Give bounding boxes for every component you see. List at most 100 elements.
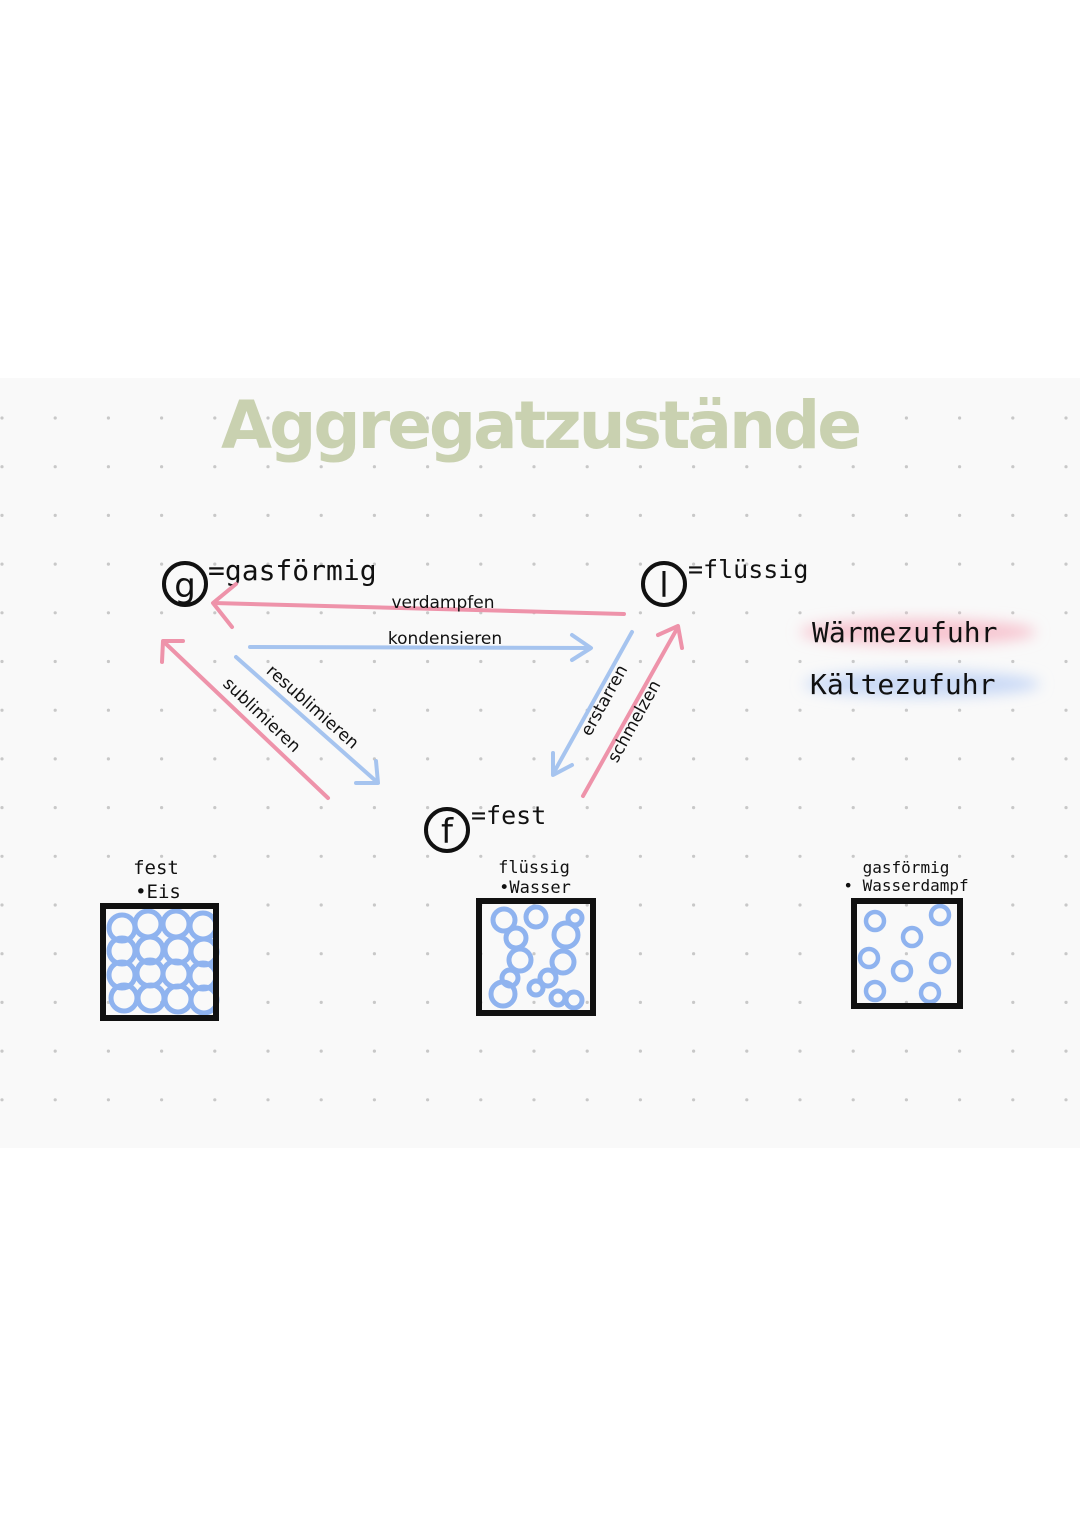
grid-dot [958,757,962,761]
grid-dot [319,659,323,664]
grid-dot [692,659,696,664]
grid-dot [160,806,164,810]
grid-dot [213,562,217,566]
grid-dot [532,659,536,664]
grid-dot [745,952,749,956]
grid-dot [0,806,4,810]
grid-dot [479,416,483,420]
grid-dot [1064,611,1068,615]
grid-dot [53,513,57,518]
grid-dot [585,952,589,956]
grid-dot [798,757,802,761]
grid-dot [745,513,749,518]
grid-dot [585,659,589,664]
grid-dot [638,757,643,761]
grid-dot [319,952,323,956]
grid-dot [160,854,164,858]
grid-dot [958,611,962,615]
grid-dot [904,416,909,420]
grid-dot [745,659,749,664]
grid-dot [213,1049,217,1053]
grid-dot [106,416,110,420]
grid-dot [213,757,217,761]
gas-symbol-circle [162,561,208,607]
grid-dot [479,513,483,518]
grid-dot [426,806,430,810]
liquid-symbol: l [659,566,668,606]
particle [890,959,914,983]
grid-dot [1064,465,1068,469]
grid-dot [53,562,57,566]
grid-dot [0,903,4,907]
grid-dot [426,659,430,664]
grid-dot [958,1098,962,1102]
grid-dot [532,416,536,420]
grid-dot [426,1000,430,1005]
grid-dot [904,1098,909,1102]
grid-dot [958,708,962,712]
grid-dot [1011,903,1015,907]
grid-dot [1064,806,1068,810]
particle [918,981,942,1005]
example-gas-name: • Wasserdampf [843,876,968,895]
particle [863,979,887,1003]
box-solid [100,903,219,1021]
grid-dot [0,416,4,420]
grid-dot [106,854,110,858]
arrow-kondensieren [248,633,593,662]
grid-dot [638,854,643,858]
particle [526,978,546,998]
grid-dot [532,952,536,956]
grid-dot [1011,562,1015,566]
grid-dot [319,757,323,761]
grid-dot [0,708,4,712]
grid-dot [532,513,536,518]
arrow-sublimieren [160,639,330,800]
grid-dot [213,854,217,858]
grid-dot [692,757,696,761]
arrow-schmelzen [581,624,684,798]
grid-dot [904,903,909,907]
label-kondensieren: kondensieren [388,629,502,649]
grid-dot [958,1049,962,1053]
grid-dot [638,1098,643,1102]
grid-dot [638,513,643,518]
grid-dot [266,1098,270,1102]
legend: Wärmezufuhr Kältezufuhr [800,616,1040,701]
grid-dot [0,513,4,518]
grid-dot [851,562,855,566]
example-liquid-name: •Wasser [499,878,571,898]
grid-dot [106,611,110,615]
grid-dot [692,952,696,956]
grid-dot [426,1049,430,1053]
grid-dot [0,1098,4,1102]
grid-dot [798,708,802,712]
grid-dot [904,611,909,615]
grid-dot [0,465,4,469]
grid-dot [798,416,802,420]
grid-dot [638,1049,643,1053]
grid-dot [904,1049,909,1053]
grid-dot [904,562,909,566]
grid-dot [532,708,536,712]
particle [523,904,549,930]
grid-dot [266,513,270,518]
state-gas: g =gasförmig [162,554,377,607]
grid-dot [426,903,430,907]
grid-dot [904,513,909,518]
particle [549,948,577,976]
grid-dot [1064,1098,1068,1102]
grid-dot [426,1098,430,1102]
grid-dot [426,952,430,956]
grid-dot [479,757,483,761]
grid-dot [372,854,376,858]
box-gas [851,898,963,1009]
grid-dot [904,952,909,956]
grid-dot [958,416,962,420]
grid-dot [0,952,4,956]
grid-dot [0,1049,4,1053]
grid-dot [745,562,749,566]
example-solid: fest •Eis [100,857,220,1021]
grid-dot [53,757,57,761]
